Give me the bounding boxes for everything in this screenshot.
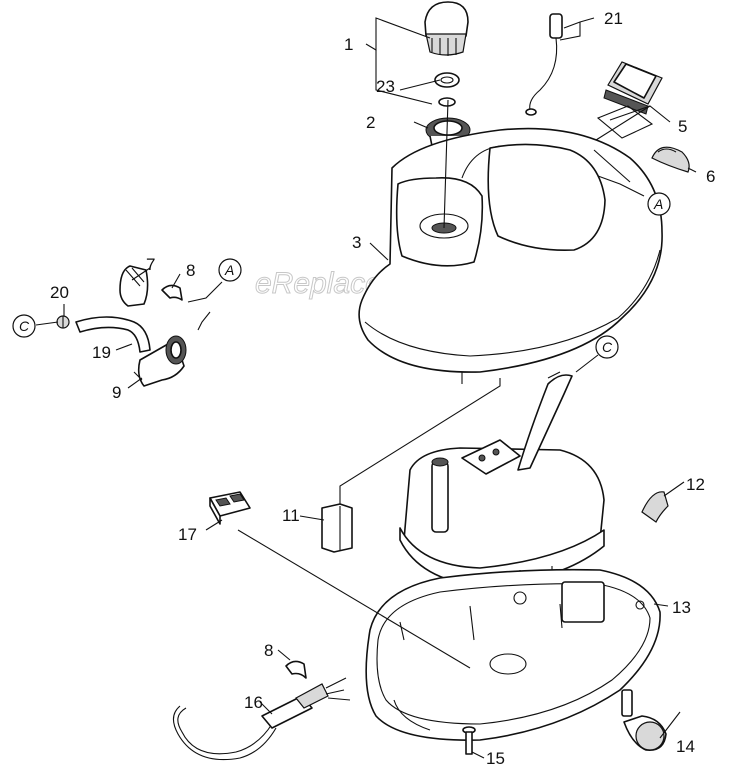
ref-letter-c-right: C <box>602 339 613 355</box>
reference-markers: A A C C <box>12 192 671 359</box>
ref-letter-a-left: A <box>224 262 234 278</box>
callout-23: 23 <box>376 77 395 96</box>
part-cap-20 <box>56 315 70 329</box>
part-terminal-17 <box>209 491 251 525</box>
callouts: 1 2 3 5 6 7 8 8 9 11 12 13 14 15 16 17 1… <box>50 9 715 768</box>
part-tube-19 <box>75 316 151 353</box>
callout-17: 17 <box>178 525 197 544</box>
callout-20: 20 <box>50 283 69 302</box>
part-washers <box>434 72 460 107</box>
part-housing <box>358 99 663 384</box>
ref-circle-c-left <box>12 314 36 338</box>
part-screw <box>462 726 476 755</box>
part-base <box>365 568 661 741</box>
ref-letter-a-right: A <box>653 196 663 212</box>
ref-letter-c-left: C <box>19 318 30 334</box>
part-clamp-7 <box>119 265 149 307</box>
part-bracket-11 <box>321 503 353 553</box>
ref-circle-a-left <box>218 258 242 282</box>
ref-circle-a-right <box>647 192 671 216</box>
leader-lines <box>35 17 697 759</box>
callout-11: 11 <box>282 506 300 525</box>
part-knob <box>651 146 690 173</box>
callout-1: 1 <box>344 35 353 54</box>
callout-7: 7 <box>146 255 155 274</box>
callout-8-top: 8 <box>186 261 195 280</box>
callout-13: 13 <box>672 598 691 617</box>
callout-3: 3 <box>352 233 361 252</box>
part-clip-8-bottom <box>285 660 307 679</box>
callout-8-bottom: 8 <box>264 641 273 660</box>
ref-circle-c-right <box>595 335 619 359</box>
callout-21: 21 <box>604 9 623 28</box>
part-sensor <box>525 13 563 116</box>
callout-14: 14 <box>676 737 695 756</box>
callout-19: 19 <box>92 343 111 362</box>
part-cable <box>172 677 351 761</box>
callout-12: 12 <box>686 475 705 494</box>
part-caster <box>621 689 667 751</box>
part-clip-12 <box>641 491 669 523</box>
part-cap <box>424 1 469 56</box>
part-clip-8-top <box>161 284 183 301</box>
callout-5: 5 <box>678 117 687 136</box>
callout-6: 6 <box>706 167 715 186</box>
callout-9: 9 <box>112 383 121 402</box>
callout-15: 15 <box>486 749 505 768</box>
part-connector-9 <box>137 335 187 387</box>
callout-16: 16 <box>244 693 263 712</box>
part-switch <box>596 61 663 139</box>
callout-2: 2 <box>366 113 375 132</box>
